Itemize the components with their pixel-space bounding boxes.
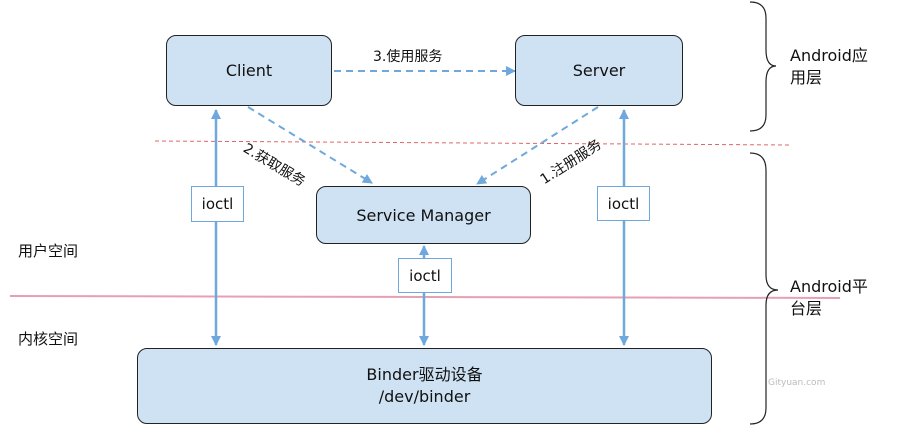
get-service-arrow — [247, 106, 373, 184]
binder-label-line2: /dev/binder — [378, 387, 471, 406]
service-manager-node: Service Manager — [316, 186, 531, 244]
binder-label-line1: Binder驱动设备 — [366, 365, 483, 384]
server-label: Server — [572, 61, 626, 80]
ioctl-label-server: ioctl — [597, 186, 650, 221]
platform-layer-brace — [749, 152, 779, 425]
server-node: Server — [515, 35, 683, 106]
client-label: Client — [225, 61, 273, 80]
edge-label-use-service: 3.使用服务 — [373, 49, 443, 65]
platform-layer-label: Android平 台层 — [790, 277, 868, 318]
watermark: Gityuan.com — [768, 378, 826, 388]
app-platform-separator — [154, 140, 791, 146]
ioctl-label-service-manager: ioctl — [398, 258, 452, 293]
ioctl-label-client: ioctl — [191, 186, 244, 222]
app-layer-brace — [749, 1, 777, 132]
user-space-label: 用户空间 — [18, 242, 79, 260]
service-manager-label: Service Manager — [356, 205, 491, 225]
client-node: Client — [166, 35, 332, 106]
app-layer-label: Android应 用层 — [790, 46, 868, 87]
binder-driver-node: Binder驱动设备 /dev/binder — [137, 348, 712, 424]
kernel-space-label: 内核空间 — [18, 330, 79, 348]
